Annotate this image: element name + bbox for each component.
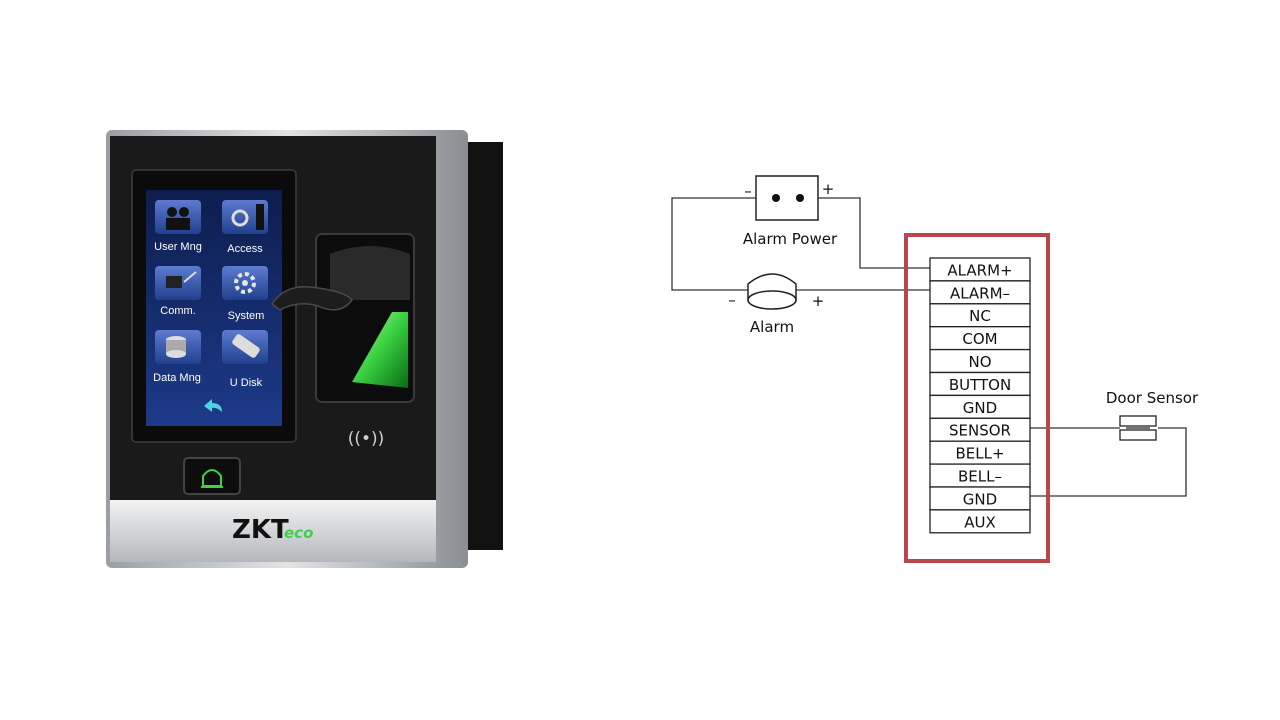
menu-item-user-mng[interactable]: User Mng xyxy=(154,200,202,253)
alarm-label: Alarm xyxy=(750,318,794,336)
alarm-plus: + xyxy=(812,292,825,310)
terminal-label: GND xyxy=(963,399,997,417)
terminal-label: GND xyxy=(963,490,997,508)
wires xyxy=(671,197,1187,497)
terminal-block: ALARM+ ALARM– NC COM NO BUTTON GND SENSOR BELL+ B… xyxy=(929,257,1031,534)
terminal-label: BELL– xyxy=(958,468,1002,486)
terminal-label: AUX xyxy=(964,513,996,531)
fingerprint-prism xyxy=(352,312,408,388)
access-control-device: User Mng Access Comm. System Data Mng U … xyxy=(106,130,503,568)
terminal-label: ALARM+ xyxy=(947,261,1012,279)
terminal-label: NO xyxy=(968,353,991,371)
terminal-label: BUTTON xyxy=(949,376,1011,394)
menu-item-data-mng[interactable]: Data Mng xyxy=(153,330,201,384)
menu-item-access[interactable]: Access xyxy=(222,200,268,255)
brand-logo-eco: eco xyxy=(284,524,313,542)
menu-item-u-disk[interactable]: U Disk xyxy=(222,330,268,389)
menu-label: Access xyxy=(227,243,263,255)
terminal-label: ALARM– xyxy=(950,284,1010,302)
menu-label: System xyxy=(228,310,265,322)
terminal-cell xyxy=(929,509,1031,534)
alarm-power-minus: – xyxy=(744,182,752,200)
alarm-power-plus: + xyxy=(822,180,835,198)
terminal-highlight-frame xyxy=(904,233,1050,563)
terminal-label: BELL+ xyxy=(955,445,1004,463)
back-arrow-icon[interactable] xyxy=(204,399,222,412)
rfid-icon: ((•)) xyxy=(348,429,385,449)
terminal-label: NC xyxy=(969,307,991,325)
menu-label: Data Mng xyxy=(153,372,201,384)
door-sensor-label: Door Sensor xyxy=(1106,389,1199,407)
menu-label: User Mng xyxy=(154,241,202,253)
door-sensor xyxy=(1119,415,1157,441)
device-bottom-band xyxy=(110,500,436,562)
alarm-power-label: Alarm Power xyxy=(743,230,838,248)
terminal-label: COM xyxy=(962,330,997,348)
menu-item-comm[interactable]: Comm. xyxy=(155,266,201,317)
menu-label: U Disk xyxy=(230,377,263,389)
finger-guide xyxy=(270,286,353,311)
alarm-power-box xyxy=(755,175,819,221)
alarm-siren xyxy=(747,273,797,310)
doorbell-button[interactable] xyxy=(183,457,241,495)
menu-label: Comm. xyxy=(160,305,195,317)
terminal-label: SENSOR xyxy=(949,422,1011,440)
bell-icon xyxy=(202,469,222,487)
alarm-minus: – xyxy=(728,291,736,309)
menu-item-system[interactable]: System xyxy=(222,266,268,322)
brand-logo-zkt: ZKT xyxy=(232,515,289,545)
